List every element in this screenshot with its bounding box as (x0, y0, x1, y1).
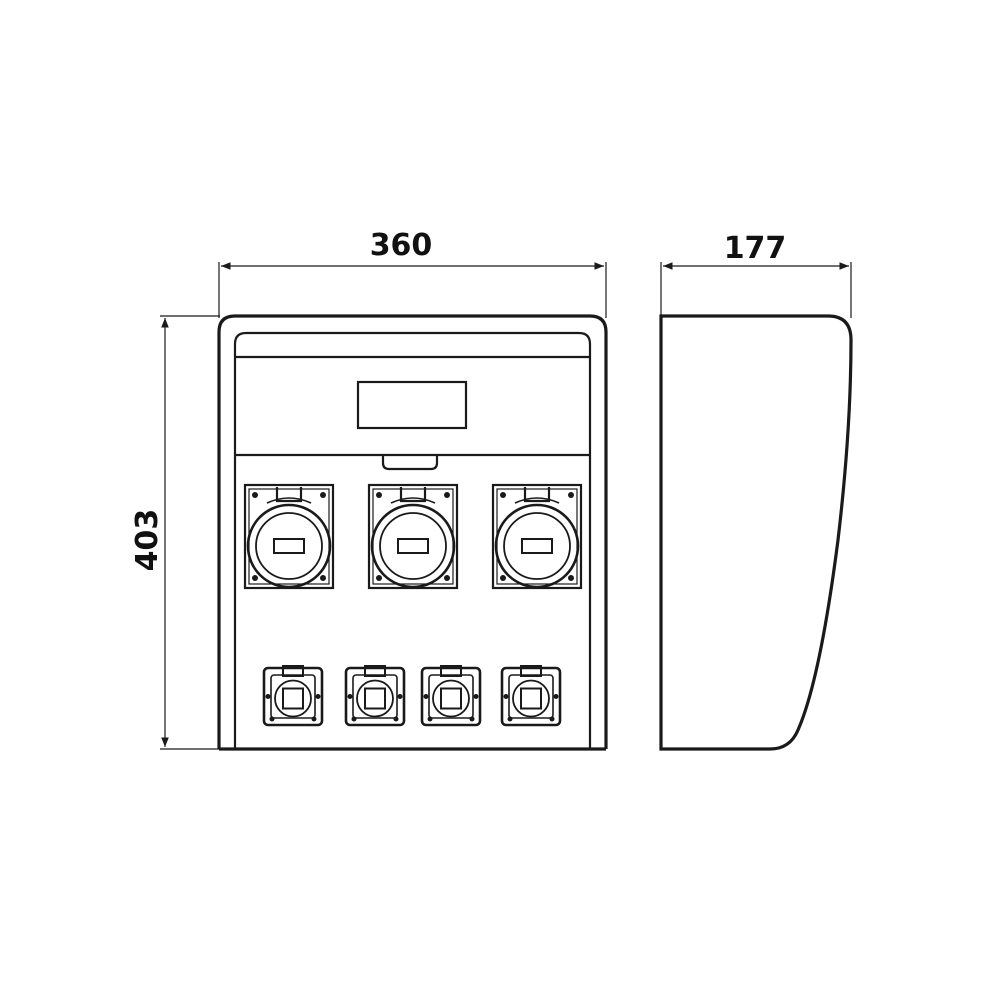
small-socket-group (262, 665, 562, 727)
large-socket-body (494, 503, 580, 589)
depth-dimension: 177 (660, 231, 852, 318)
small-socket-frame (508, 674, 554, 719)
screw (444, 575, 450, 581)
small-socket (500, 665, 562, 727)
small-socket-face (364, 687, 386, 710)
screw (252, 575, 258, 581)
small-socket-face (520, 687, 542, 710)
width-label: 360 (370, 228, 433, 263)
screw (269, 716, 275, 722)
screw (553, 694, 559, 699)
screw (507, 716, 513, 722)
small-socket-face (440, 687, 462, 710)
large-socket-lid-arc (514, 497, 560, 504)
screw (252, 492, 258, 498)
height-dimension: 403 (130, 315, 220, 750)
small-socket-frame (352, 674, 398, 719)
screw (376, 492, 382, 498)
screw (376, 575, 382, 581)
large-socket-inner-ring (379, 512, 447, 580)
small-socket-frame (428, 674, 474, 719)
small-socket-plate (344, 666, 406, 727)
small-socket-ring (356, 679, 394, 718)
cover-latch (381, 455, 439, 471)
side-profile-outline (659, 314, 853, 751)
enclosure-outline (217, 314, 608, 749)
small-socket-frame (270, 674, 316, 719)
large-socket-lid-arc (266, 497, 312, 504)
small-socket-plate (262, 666, 324, 727)
large-socket-hinge (275, 487, 303, 503)
screw (315, 694, 321, 699)
screw (347, 694, 353, 699)
large-socket-inner-ring (255, 512, 323, 580)
screw (265, 694, 271, 699)
large-socket-hinge (523, 487, 551, 503)
screw (320, 492, 326, 498)
screw (500, 575, 506, 581)
screw (423, 694, 429, 699)
large-socket-body (246, 503, 332, 589)
width-dimension: 360 (218, 228, 607, 318)
large-socket (367, 483, 459, 590)
small-socket (344, 665, 406, 727)
large-socket-label (521, 538, 553, 554)
large-socket-label (397, 538, 429, 554)
side-view (659, 314, 853, 751)
large-socket-lid-arc (390, 497, 436, 504)
large-socket-label (273, 538, 305, 554)
screw (427, 716, 433, 722)
small-socket-ring (274, 679, 312, 718)
screw (393, 716, 399, 722)
screw (320, 575, 326, 581)
large-socket-body (370, 503, 456, 589)
small-socket (262, 665, 324, 727)
large-socket-inner-ring (503, 512, 571, 580)
height-label: 403 (130, 509, 165, 572)
large-socket (491, 483, 583, 590)
small-socket-ring (432, 679, 470, 718)
front-view (217, 314, 608, 751)
inspection-window (356, 380, 468, 430)
screw (351, 716, 357, 722)
large-socket-hinge (399, 487, 427, 503)
small-socket-ring (512, 679, 550, 718)
screw (568, 492, 574, 498)
screw (311, 716, 317, 722)
small-socket (420, 665, 482, 727)
small-socket-plate (500, 666, 562, 727)
screw (444, 492, 450, 498)
depth-label: 177 (724, 231, 787, 266)
screw (469, 716, 475, 722)
front-panel-outline (233, 331, 592, 749)
screw (500, 492, 506, 498)
small-socket-hinge (364, 665, 386, 677)
large-socket-plate-inner (248, 488, 330, 585)
small-socket-hinge (520, 665, 542, 677)
screw (568, 575, 574, 581)
small-socket-face (282, 687, 304, 710)
large-socket-plate-inner (372, 488, 454, 585)
large-socket-plate-inner (496, 488, 578, 585)
small-socket-hinge (440, 665, 462, 677)
small-socket-plate (420, 666, 482, 727)
small-socket-hinge (282, 665, 304, 677)
large-socket-group (243, 483, 583, 590)
screw (503, 694, 509, 699)
screw (549, 716, 555, 722)
large-socket (243, 483, 335, 590)
screw (473, 694, 479, 699)
screw (397, 694, 403, 699)
